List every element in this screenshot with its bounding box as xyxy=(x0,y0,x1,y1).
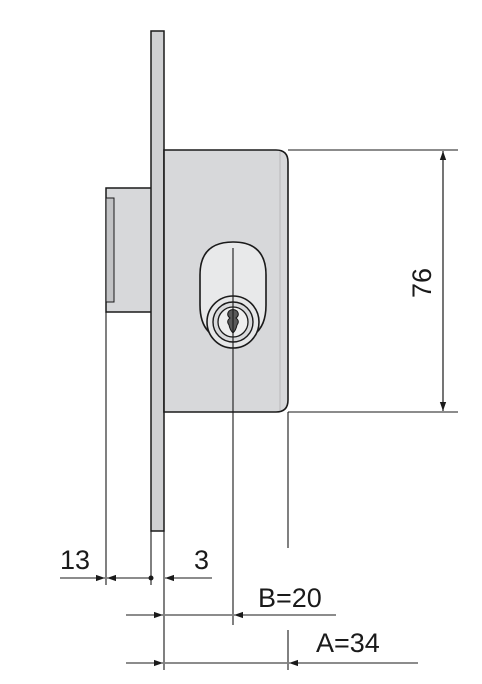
height-dimension: 76 xyxy=(407,151,447,411)
rear-housing xyxy=(105,187,154,313)
left-offset-label: 13 xyxy=(60,545,90,575)
backset-a-dimension: A=34 xyxy=(126,628,418,667)
plate-thickness-dimension: 3 xyxy=(148,545,212,582)
front-plate xyxy=(150,30,165,532)
backset-a-label: A=34 xyxy=(316,628,380,658)
height-label: 76 xyxy=(407,268,437,298)
left-offset-dimension: 13 xyxy=(60,545,150,582)
plate-thickness-label: 3 xyxy=(194,545,209,575)
backset-b-label: B=20 xyxy=(258,583,322,613)
backset-b-dimension: B=20 xyxy=(126,583,336,619)
